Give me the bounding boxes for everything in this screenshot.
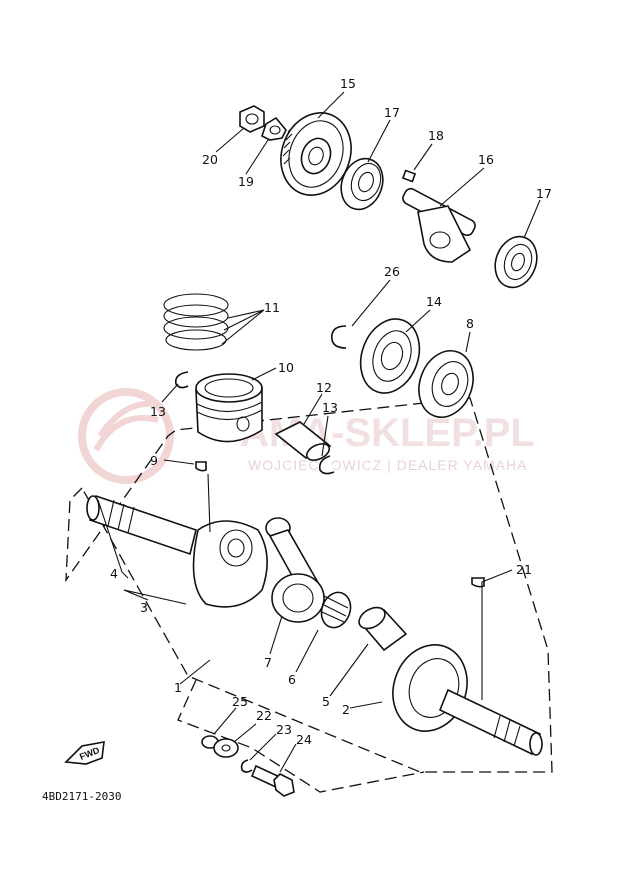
callout-17-right: 17 (536, 186, 552, 201)
crank-pin-part (358, 606, 408, 652)
watermark-logo (78, 388, 174, 484)
callout-14: 14 (426, 294, 442, 309)
callout-22: 22 (256, 708, 272, 723)
callout-15: 15 (340, 76, 356, 91)
callout-23: 23 (276, 722, 292, 737)
circlip-left-part (174, 371, 189, 389)
callout-18: 18 (428, 128, 444, 143)
piston-rings-part (163, 293, 229, 351)
callout-13-right: 13 (322, 400, 338, 415)
bolt-part (250, 764, 295, 797)
callout-10: 10 (278, 360, 294, 375)
watermark-subtext: WOJCIECHOWICZ | DEALER YAMAHA (248, 457, 527, 473)
washer-part (213, 738, 239, 758)
crankshaft-left-part (86, 494, 268, 608)
callout-17-upper: 17 (384, 105, 400, 120)
piston-part (195, 373, 263, 443)
callout-25: 25 (232, 694, 248, 709)
callout-16: 16 (478, 152, 494, 167)
leader-lines (97, 91, 541, 773)
crankshaft-assembly-outline (65, 397, 553, 773)
callout-7: 7 (264, 655, 272, 670)
callout-19: 19 (238, 174, 254, 189)
callout-2: 2 (342, 702, 350, 717)
needle-bearing-part (320, 591, 352, 629)
callout-20: 20 (202, 152, 218, 167)
callout-1: 1 (174, 680, 182, 695)
key-part (401, 169, 417, 183)
crankshaft-right-part (392, 644, 543, 756)
callout-26: 26 (384, 264, 400, 279)
circlip-upper-part (330, 325, 347, 349)
callout-9: 9 (150, 453, 158, 468)
callout-8: 8 (466, 316, 474, 331)
woodruff-key-part (195, 461, 207, 472)
connecting-rod-part (265, 517, 325, 623)
bolt-set-outline (177, 679, 425, 793)
callout-5: 5 (322, 694, 330, 709)
callout-21: 21 (516, 562, 532, 577)
nut-part (239, 105, 265, 133)
bearing-right-part (494, 235, 538, 289)
callout-11: 11 (264, 300, 280, 315)
right-key-part (471, 577, 485, 588)
forward-arrow-icon: FWD (64, 741, 105, 765)
callout-12: 12 (316, 380, 332, 395)
gear-part (280, 112, 352, 196)
diagram-code: 4BD2171-2030 (42, 790, 121, 803)
circlip-right-part (318, 455, 335, 475)
callout-13-left: 13 (150, 404, 166, 419)
bearing-upper-part (340, 157, 384, 211)
lock-washer-part (261, 116, 287, 141)
callout-4: 4 (110, 566, 118, 581)
crank-bearing-part (418, 350, 474, 418)
callout-6: 6 (288, 672, 296, 687)
callout-3: 3 (140, 600, 148, 615)
callout-24: 24 (296, 732, 312, 747)
drive-gear-part (359, 318, 421, 394)
callout-numbers: 15 17 18 16 17 20 19 11 26 14 8 10 12 13… (110, 76, 552, 747)
balancer-shaft-part (402, 187, 476, 263)
circlip-bottom-part (240, 759, 253, 773)
